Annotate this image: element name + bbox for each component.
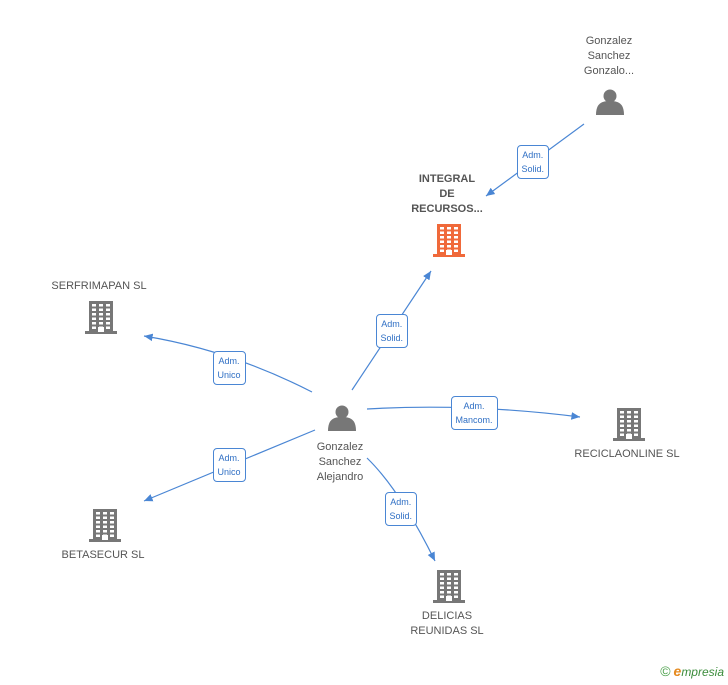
edge-label-line: Adm. — [218, 453, 240, 463]
node-label-reciclaonline[interactable]: RECICLAONLINE SL — [572, 447, 682, 462]
edge-label-gsa-to-integral[interactable]: Adm. Solid. — [375, 314, 409, 348]
node-label-line: SERFRIMAPAN SL — [51, 280, 147, 292]
edge-label-gsa-to-delicias[interactable]: Adm. Solid. — [384, 492, 418, 526]
node-label-integral[interactable]: INTEGRAL DE RECURSOS... — [402, 172, 492, 217]
edge-label-line: Solid. — [521, 164, 545, 174]
node-label-delicias[interactable]: DELICIAS REUNIDAS SL — [402, 609, 492, 639]
node-label-line: REUNIDAS SL — [410, 625, 484, 637]
node-label-line: INTEGRAL — [418, 173, 476, 185]
copyright-icon: © — [660, 663, 671, 679]
copyright-footer: ©empresia — [660, 663, 724, 679]
brand-logo-text: mpresia — [681, 665, 724, 679]
node-label-line: Sanchez — [587, 50, 631, 62]
node-label-line: Gonzalo... — [583, 65, 635, 77]
edge-label-line: Adm. — [390, 497, 412, 507]
building-icon-reciclaonline — [613, 408, 645, 441]
icons-layer — [85, 89, 645, 603]
node-label-line: DELICIAS — [421, 610, 473, 622]
edge-label-line: Adm. — [522, 150, 544, 160]
person-icon-gsa — [328, 405, 356, 431]
node-label-serfrimapan[interactable]: SERFRIMAPAN SL — [44, 279, 154, 294]
node-label-line: RECICLAONLINE SL — [574, 448, 680, 460]
edge-label-line: Adm. — [218, 356, 240, 366]
building-icon-betasecur — [89, 509, 121, 542]
node-label-line: Gonzalez — [585, 35, 633, 47]
edge-label-line: Unico — [217, 370, 241, 380]
edge-label-line: Solid. — [380, 333, 404, 343]
node-label-line: Gonzalez — [316, 441, 364, 453]
building-icon-delicias — [433, 570, 465, 603]
edge-label-line: Solid. — [389, 511, 413, 521]
brand-logo-initial: e — [673, 663, 682, 679]
building-icon-serfrimapan — [85, 301, 117, 334]
edges-layer — [143, 123, 585, 562]
node-label-line: Sanchez — [318, 456, 362, 468]
building-icon-integral — [433, 224, 465, 257]
edge-label-line: Mancom. — [455, 415, 493, 425]
node-label-line: RECURSOS... — [411, 203, 483, 215]
person-icon-gsg — [596, 89, 624, 115]
edge-label-gsa-to-betasecur[interactable]: Adm. Unico — [212, 448, 246, 482]
edge-label-gsg-to-integral[interactable]: Adm. Solid. — [516, 145, 550, 179]
edge-label-gsa-to-reciclaonline[interactable]: Adm. Mancom. — [450, 396, 498, 430]
node-label-line: DE — [439, 188, 455, 200]
node-label-line: BETASECUR SL — [61, 549, 145, 561]
edge-label-line: Adm. — [463, 401, 485, 411]
node-label-line: Alejandro — [316, 471, 364, 483]
edge-label-gsa-to-serfrimapan[interactable]: Adm. Unico — [212, 351, 246, 385]
edge-label-line: Adm. — [381, 319, 403, 329]
node-label-betasecur[interactable]: BETASECUR SL — [53, 548, 153, 563]
edge-label-line: Unico — [217, 467, 241, 477]
